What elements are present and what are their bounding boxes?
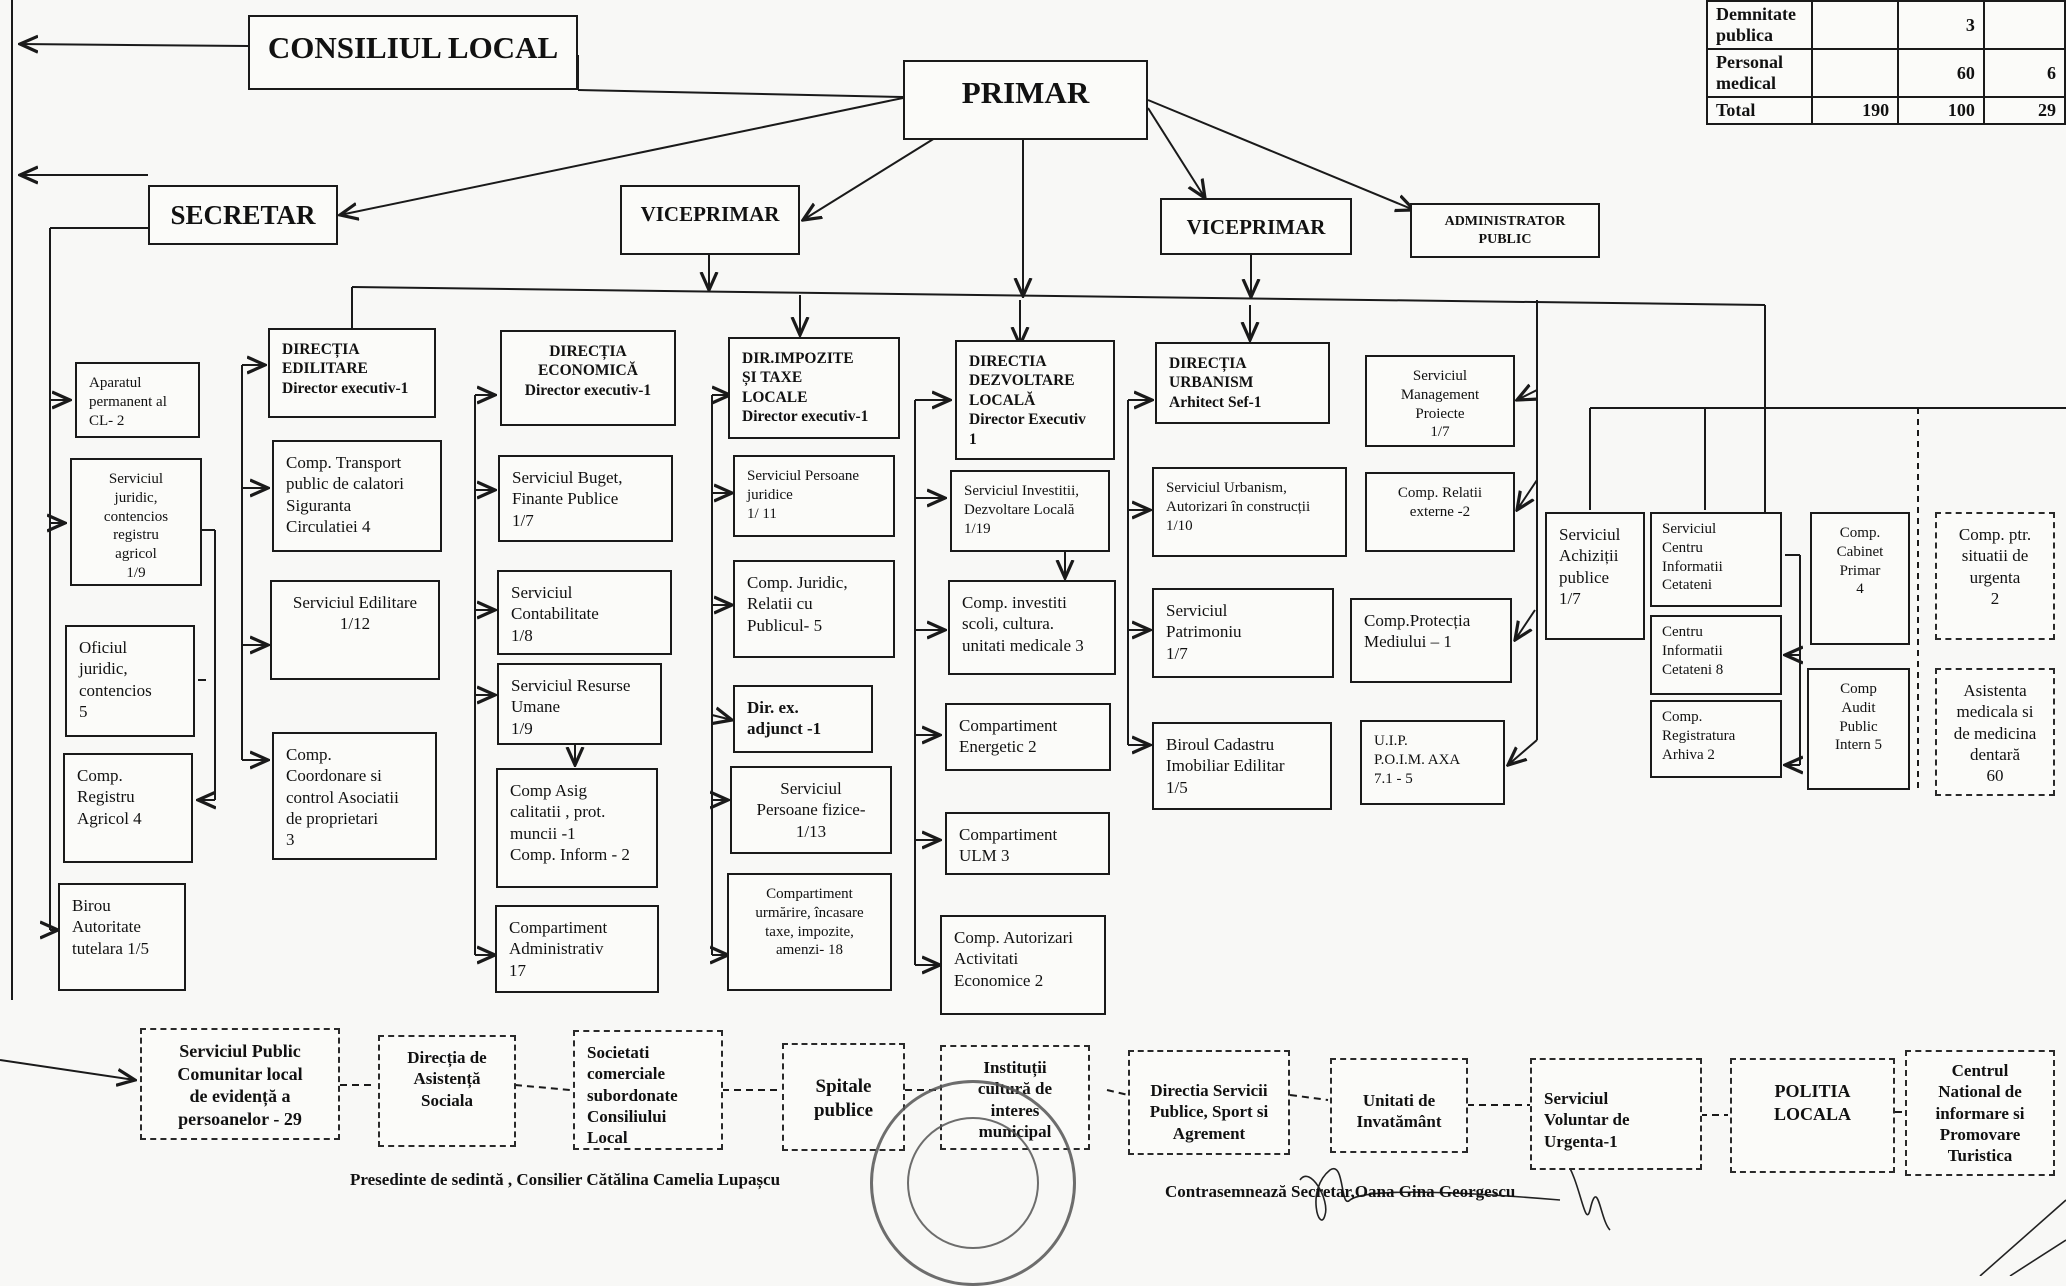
viceprimar-2-box: VICEPRIMAR xyxy=(1160,198,1352,255)
signature xyxy=(1299,1159,2066,1276)
serviciul-centru-informatii-box: Serviciul Centru Informatii Cetateni xyxy=(1650,512,1782,607)
directia-economica-box: DIRECȚIA ECONOMICĂ Director executiv-1 xyxy=(500,330,676,426)
bottom-entity-asistenta-sociala: Direcția de Asistență Sociala xyxy=(378,1035,516,1147)
table-row: Total 190 100 29 xyxy=(1705,96,2066,125)
comp-transport-box: Comp. Transport public de calatori Sigur… xyxy=(272,440,442,552)
directia-dezvoltare-box: DIRECTIA DEZVOLTARE LOCALĂ Director Exec… xyxy=(955,340,1115,460)
serviciul-achizitii-box: Serviciul Achiziții publice 1/7 xyxy=(1545,512,1645,640)
oficiul-juridic-box: Oficiul juridic, contencios 5 xyxy=(65,625,195,737)
primar-box: PRIMAR xyxy=(903,60,1148,140)
compartiment-administrativ-box: Compartiment Administrativ 17 xyxy=(495,905,659,993)
serviciul-juridic-box: Serviciul juridic, contencios registru a… xyxy=(70,458,202,586)
bottom-entity-politia-locala: POLITIA LOCALA xyxy=(1730,1058,1895,1173)
comp-investitii-scoli-box: Comp. investiti scoli, cultura. unitati … xyxy=(948,580,1116,675)
serviciul-patrimoniu-box: Serviciul Patrimoniu 1/7 xyxy=(1152,588,1334,678)
registru-agricol-box: Comp. Registru Agricol 4 xyxy=(63,753,193,863)
bottom-entity-invatamant: Unitati de Invatământ xyxy=(1330,1058,1468,1153)
compartiment-urmarire-box: Compartiment urmărire, încasare taxe, im… xyxy=(727,873,892,991)
table-cell: 190 xyxy=(1811,96,1900,125)
serviciul-investitii-box: Serviciul Investitii, Dezvoltare Locală … xyxy=(950,470,1110,552)
serviciul-buget-box: Serviciul Buget, Finante Publice 1/7 xyxy=(498,455,673,542)
aparatul-permanent-box: Aparatul permanent al CL- 2 xyxy=(75,362,200,438)
table-cell xyxy=(1811,48,1900,98)
consiliul-local-box: CONSILIUL LOCAL xyxy=(248,15,578,90)
presedinte-sedinta-text: Presedinte de sedintă , Consilier Cătăli… xyxy=(350,1170,781,1189)
table-cell: 6 xyxy=(1982,48,2066,98)
comp-protectia-mediului-box: Comp.Protecția Mediului – 1 xyxy=(1350,598,1512,683)
compartiment-energetic-box: Compartiment Energetic 2 xyxy=(945,703,1111,771)
serviciul-urbanism-box: Serviciul Urbanism, Autorizari în constr… xyxy=(1152,467,1347,557)
bottom-entity-directia-servicii: Directia Servicii Publice, Sport si Agre… xyxy=(1128,1050,1290,1155)
contrasemneaza-text: Contrasemnează Secretar,Oana Gina George… xyxy=(1165,1182,1516,1201)
centru-informatii-cetateni-box: Centru Informatii Cetateni 8 xyxy=(1650,615,1782,695)
comp-juridic-relatii-box: Comp. Juridic, Relatii cu Publicul- 5 xyxy=(733,560,895,658)
table-row: Personal medical 60 6 xyxy=(1705,48,2066,98)
official-stamp-seal xyxy=(870,1080,1076,1286)
administrator-public-box: ADMINISTRATOR PUBLIC xyxy=(1410,203,1600,258)
serviciul-resurse-umane-box: Serviciul Resurse Umane 1/9 xyxy=(497,663,662,745)
serviciul-contabilitate-box: Serviciul Contabilitate 1/8 xyxy=(497,570,672,655)
comp-situatii-urgenta-box: Comp. ptr. situatii de urgenta 2 xyxy=(1935,512,2055,640)
bottom-entity-evidenta: Serviciul Public Comunitar local de evid… xyxy=(140,1028,340,1140)
directia-edilitare-box: DIRECȚIA EDILITARE Director executiv-1 xyxy=(268,328,436,418)
table-cell: Demnitate publica xyxy=(1705,0,1814,50)
director-adjunct-box: Dir. ex. adjunct -1 xyxy=(733,685,873,753)
compartiment-ulm-box: Compartiment ULM 3 xyxy=(945,812,1110,875)
secretar-box: SECRETAR xyxy=(148,185,338,245)
serviciul-persoane-juridice-box: Serviciul Persoane juridice 1/ 11 xyxy=(733,455,895,537)
asistenta-medicala-box: Asistenta medicala si de medicina dentar… xyxy=(1935,668,2055,796)
comp-audit-public-box: Comp Audit Public Intern 5 xyxy=(1807,668,1910,790)
comp-relatii-externe-box: Comp. Relatii externe -2 xyxy=(1365,472,1515,552)
bottom-entity-serviciul-voluntar: Serviciul Voluntar de Urgenta-1 xyxy=(1530,1058,1702,1170)
bottom-entity-centrul-national: Centrul National de informare si Promova… xyxy=(1905,1050,2055,1176)
table-cell: 60 xyxy=(1897,48,1985,98)
serviciul-persoane-fizice-box: Serviciul Persoane fizice- 1/13 xyxy=(730,766,892,854)
comp-autorizari-box: Comp. Autorizari Activitati Economice 2 xyxy=(940,915,1106,1015)
serviciul-management-proiecte-box: Serviciul Management Proiecte 1/7 xyxy=(1365,355,1515,447)
birou-autoritate-box: Birou Autoritate tutelara 1/5 xyxy=(58,883,186,991)
table-cell: Personal medical xyxy=(1705,48,1814,98)
table-cell: 29 xyxy=(1982,96,2066,125)
table-cell: 100 xyxy=(1897,96,1985,125)
directia-urbanism-box: DIRECȚIA URBANISM Arhitect Sef-1 xyxy=(1155,342,1330,424)
table-cell: 3 xyxy=(1897,0,1985,50)
staff-stats-table: Demnitate publica 3 Personal medical 60 … xyxy=(1705,0,2066,125)
comp-cabinet-primar-box: Comp. Cabinet Primar 4 xyxy=(1810,512,1910,645)
table-cell xyxy=(1811,0,1900,50)
comp-registratura-box: Comp. Registratura Arhiva 2 xyxy=(1650,700,1782,778)
comp-asig-calitatii-box: Comp Asig calitatii , prot. muncii -1 Co… xyxy=(496,768,658,888)
bottom-entity-societati-comerciale: Societati comerciale subordonate Consili… xyxy=(573,1030,723,1150)
table-cell xyxy=(1982,0,2066,50)
comp-coordonare-box: Comp. Coordonare si control Asociatii de… xyxy=(272,732,437,860)
biroul-cadastru-box: Biroul Cadastru Imobiliar Edilitar 1/5 xyxy=(1152,722,1332,810)
table-cell: Total xyxy=(1705,96,1814,125)
uip-poim-box: U.I.P. P.O.I.M. AXA 7.1 - 5 xyxy=(1360,720,1505,805)
serviciul-edilitare-box: Serviciul Edilitare 1/12 xyxy=(270,580,440,680)
viceprimar-1-box: VICEPRIMAR xyxy=(620,185,800,255)
directia-impozite-box: DIR.IMPOZITE ȘI TAXE LOCALE Director exe… xyxy=(728,337,900,439)
table-row: Demnitate publica 3 xyxy=(1705,0,2066,50)
